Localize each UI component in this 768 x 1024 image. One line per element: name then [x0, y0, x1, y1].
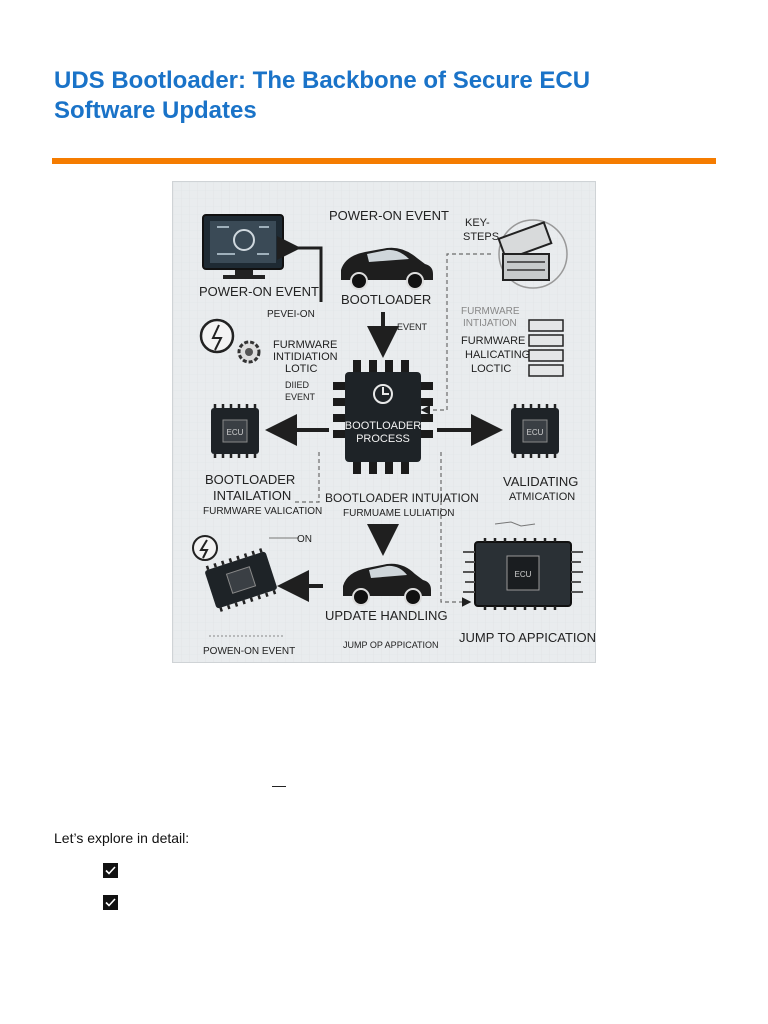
- figure-left-power-on: POWER-ON EVENT: [199, 284, 319, 299]
- stopwatch-icon: [199, 318, 235, 354]
- figure-small-chip-label-right: ECU: [527, 428, 544, 437]
- figure-update-handling: UPDATE HANDLING: [325, 608, 448, 623]
- intro-text: Let’s explore in detail:: [54, 830, 190, 846]
- lightning-icon: [192, 535, 218, 561]
- figure-left-init-1: BOOTLOADER: [205, 472, 295, 487]
- figure-right-firmware-3: LOCTIC: [471, 363, 511, 375]
- checkbox-checked[interactable]: [103, 862, 118, 878]
- ecu-board-icon: [463, 538, 583, 610]
- figure-validating-1: VALIDATING: [503, 474, 578, 489]
- figure-center-init-1: BOOTLOADER INTUIATION: [325, 491, 479, 505]
- figure-chip-label-2: PROCESS: [356, 433, 410, 445]
- orange-divider: [52, 158, 716, 164]
- figure-jump: JUMP TO APPICATION: [459, 630, 596, 645]
- figure-right-firmware-faint-1: FURMWARE: [461, 306, 520, 317]
- figure-left-firmware-3: LOTIC: [285, 363, 317, 375]
- check-icon: [105, 897, 116, 907]
- figure-pevei-on: PEVEI-ON: [267, 309, 315, 320]
- stack-icon: [528, 319, 564, 377]
- car-bottom-icon: [343, 563, 431, 606]
- chip-bottom-left-icon: [205, 548, 277, 612]
- small-chip-right-icon: [511, 404, 559, 458]
- figure-right-firmware-faint-2: INTIJATION: [463, 318, 517, 329]
- figure-left-firmware-2: INTIDIATION: [273, 351, 338, 363]
- figure-top-bootloader: BOOTLOADER: [341, 292, 431, 307]
- figure-left-init-3: FURMWARE VALICATION: [203, 506, 322, 517]
- figure-left-init-2: INTAILATION: [213, 488, 291, 503]
- stray-dash: [272, 786, 286, 787]
- checklist: [103, 858, 128, 922]
- figure-key-steps-line1: KEY-: [465, 217, 490, 229]
- figure-right-firmware-1: FURMWARE: [461, 335, 525, 347]
- figure-small-chip-label-left: ECU: [227, 428, 244, 437]
- figure-center-init-2: FURMUAME LULIATION: [343, 508, 455, 519]
- circuit-board-icon: [497, 219, 568, 289]
- gear-icon: [237, 340, 261, 364]
- bootloader-diagram: POWER-ON EVENT BOOTLOADER EVENT KEY- STE…: [172, 181, 596, 663]
- checklist-item: [103, 890, 128, 922]
- small-chip-left-icon: [211, 404, 259, 458]
- diagram-svg: POWER-ON EVENT BOOTLOADER EVENT KEY- STE…: [173, 182, 596, 662]
- figure-ecu-label: ECU: [515, 570, 532, 579]
- figure-event-label: EVENT: [397, 322, 428, 332]
- figure-top-title: POWER-ON EVENT: [329, 208, 449, 223]
- figure-right-firmware-2: HALICATING: [465, 349, 530, 361]
- car-icon: [341, 247, 433, 290]
- figure-left-firmware-1: FURMWARE: [273, 339, 337, 351]
- figure-jump-faint: JUMP OP APPICATION: [343, 640, 439, 650]
- monitor-icon: [202, 214, 284, 279]
- figure-validating-2: ATMICATION: [509, 491, 575, 503]
- checkbox-checked[interactable]: [103, 894, 118, 910]
- checklist-item: [103, 858, 128, 890]
- figure-event-2: EVENT: [285, 392, 316, 402]
- figure-bottom-power-on: POWEN-ON EVENT: [203, 646, 295, 657]
- chip-icon: [333, 360, 433, 474]
- check-icon: [105, 865, 116, 875]
- figure-on-label: ON: [297, 534, 312, 545]
- figure-chip-label-1: BOOTLOADER: [345, 420, 421, 432]
- figure-diied: DIIED: [285, 380, 310, 390]
- figure-key-steps-line2: STEPS: [463, 231, 499, 243]
- page-title: UDS Bootloader: The Backbone of Secure E…: [54, 67, 591, 124]
